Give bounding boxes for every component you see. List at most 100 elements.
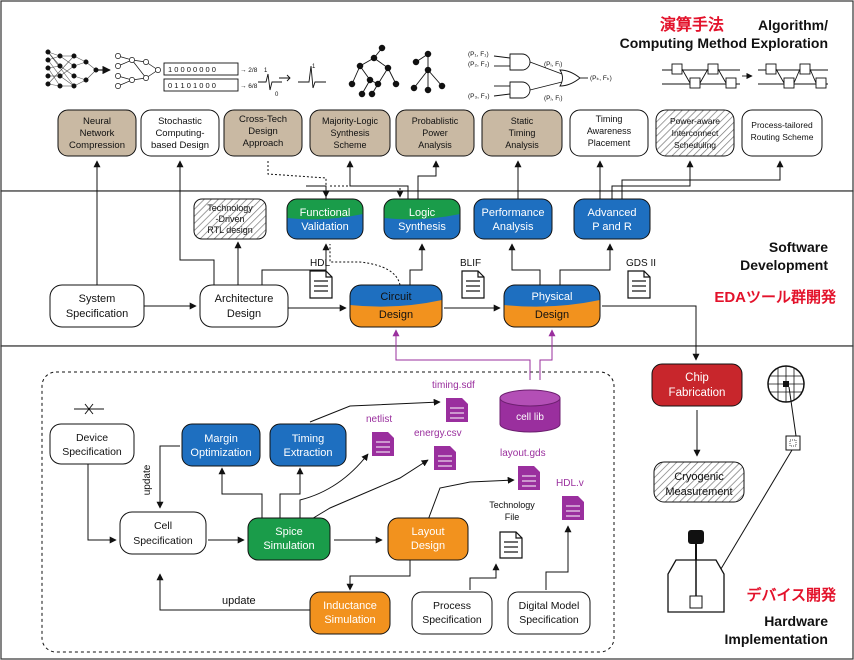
algo-box-stochastic[interactable]: Stochastic Computing- based Design	[140, 109, 220, 157]
circuit-design-l2: Design	[379, 309, 413, 321]
technology-file-icon	[499, 531, 523, 559]
algo-box-neural-network-l2: Network	[80, 128, 115, 139]
algo-box-cross-tech-l2: Design	[248, 126, 278, 137]
algo-box-interconnect-scheduling-l3: Scheduling	[674, 140, 716, 150]
spice-simulation-box[interactable]: Spice Simulation	[247, 517, 331, 561]
architecture-design-l1: Architecture	[215, 293, 274, 305]
hdl-v-label: HDL.v	[556, 478, 584, 489]
chip-fabrication-l2: Fabrication	[669, 387, 726, 399]
functional-validation-box[interactable]: Functional Validation	[286, 198, 364, 240]
timing-sdf-label: timing.sdf	[432, 380, 475, 391]
algo-box-majority-logic-l1: Majority-Logic	[322, 116, 379, 126]
hdl-label: HDL	[310, 258, 330, 269]
logic-synthesis-box[interactable]: Logic Synthesis	[383, 198, 461, 240]
cell-specification-l2: Specification	[133, 535, 193, 547]
neural-network-icon	[45, 49, 99, 89]
functional-validation-l2: Validation	[301, 221, 349, 233]
algo-box-interconnect-scheduling-l2: Interconnect	[672, 128, 719, 138]
software-title-jp: EDAツール群開発	[714, 288, 837, 306]
algo-box-probabilistic-power[interactable]: Probablistic Power Analysis	[395, 109, 475, 157]
algo-box-cross-tech-l3: Approach	[243, 138, 284, 149]
cell-specification-l1: Cell	[154, 520, 172, 532]
tech-driven-rtl-box[interactable]: Technology -Driven RTL design	[193, 198, 267, 240]
prob-label-p2: (P₂, F₂)	[468, 61, 489, 68]
software-title-2: Development	[740, 257, 828, 273]
circuit-design-box[interactable]: Circuit Design	[349, 284, 443, 328]
tree-graph-icon	[410, 50, 446, 94]
timing-extraction-l2: Extraction	[284, 447, 333, 459]
algo-box-timing-placement-l1: Timing	[596, 114, 623, 124]
physical-design-l2: Design	[535, 309, 569, 321]
algo-box-routing-scheme[interactable]: Process-tailored Routing Scheme	[741, 109, 823, 157]
spice-simulation-l2: Simulation	[263, 540, 314, 552]
algo-box-static-timing[interactable]: Static Timing Analysis	[481, 109, 563, 157]
algo-box-interconnect-scheduling[interactable]: Power-aware Interconnect Scheduling	[655, 109, 735, 157]
algo-box-cross-tech[interactable]: Cross-Tech Design Approach	[223, 109, 303, 157]
algorithm-title-2: Computing Method Exploration	[620, 35, 828, 51]
physical-design-box[interactable]: Physical Design	[503, 284, 601, 328]
bitstream-value-1: → 2/8	[240, 67, 258, 74]
hardware-title-1: Hardware	[764, 613, 828, 629]
pruned-network-icon	[115, 53, 161, 89]
physical-design-l1: Physical	[532, 291, 573, 303]
algo-box-interconnect-scheduling-l1: Power-aware	[670, 116, 720, 126]
tech-driven-rtl-l1: Technology	[207, 203, 253, 213]
probabilistic-gate-icon: (P₁, F₁) (P₂, F₂) (P₃, F₃) (Pᵢ, Fᵢ) (Pⱼ,…	[468, 51, 612, 102]
algo-box-majority-logic[interactable]: Majority-Logic Synthesis Scheme	[309, 109, 391, 157]
performance-analysis-box[interactable]: Performance Analysis	[473, 198, 553, 240]
update-label-2: update	[222, 595, 256, 607]
margin-optimization-box[interactable]: Margin Optimization	[181, 423, 261, 467]
algo-box-static-timing-l2: Timing	[509, 128, 536, 138]
pulse-waveform-icon: 1 0 1	[258, 64, 326, 98]
cryogenic-measurement-box[interactable]: Cryogenic Measurement	[653, 461, 745, 503]
cryogenic-measurement-l2: Measurement	[665, 486, 732, 498]
josephson-junction-icon	[74, 403, 104, 415]
device-specification-box[interactable]: Device Specification	[49, 423, 135, 465]
margin-optimization-l2: Optimization	[190, 447, 251, 459]
timing-sdf-file-icon	[446, 398, 468, 422]
algo-box-majority-logic-l3: Scheme	[333, 140, 366, 150]
system-specification-box[interactable]: System Specification	[49, 284, 145, 328]
algo-box-stochastic-l1: Stochastic	[158, 116, 202, 127]
cell-library-group	[41, 371, 615, 653]
algo-box-routing-scheme-l2: Routing Scheme	[751, 132, 814, 142]
prob-label-p1: (P₁, F₁)	[468, 51, 489, 58]
wafer-icon	[699, 365, 805, 605]
architecture-design-box[interactable]: Architecture Design	[199, 284, 289, 328]
algo-box-timing-placement[interactable]: Timing Awareness Placement	[569, 109, 649, 157]
circuit-design-l1: Circuit	[380, 291, 411, 303]
hdl-v-file-icon	[562, 496, 584, 520]
prob-label-pj: (Pⱼ, Fⱼ)	[544, 95, 563, 102]
tech-driven-rtl-l2: -Driven	[215, 214, 244, 224]
digital-model-specification-box[interactable]: Digital Model Specification	[507, 591, 591, 635]
software-connectors	[93, 160, 784, 361]
algo-box-timing-placement-l2: Awareness	[587, 126, 632, 136]
algo-box-static-timing-l1: Static	[511, 116, 534, 126]
timing-extraction-box[interactable]: Timing Extraction	[269, 423, 347, 467]
digital-model-specification-l2: Specification	[519, 614, 579, 626]
blif-file-icon	[461, 270, 485, 299]
gds-file-icon	[627, 270, 651, 299]
layout-design-box[interactable]: Layout Design	[387, 517, 469, 561]
prob-label-pk: (Pₖ, Fₖ)	[590, 75, 612, 82]
cell-specification-box[interactable]: Cell Specification	[119, 511, 207, 555]
chip-fabrication-box[interactable]: Chip Fabrication	[651, 363, 743, 407]
process-specification-box[interactable]: Process Specification	[411, 591, 493, 635]
algo-box-neural-network[interactable]: Neural Network Compression	[57, 109, 137, 157]
spice-simulation-l1: Spice	[275, 526, 303, 538]
prob-label-pi: (Pᵢ, Fᵢ)	[544, 61, 562, 68]
algo-box-stochastic-l2: Computing-	[155, 128, 204, 139]
advanced-pr-box[interactable]: Advanced P and R	[573, 198, 651, 240]
advanced-pr-l1: Advanced	[588, 207, 637, 219]
system-specification-l2: Specification	[66, 308, 128, 320]
inductance-simulation-box[interactable]: Inductance Simulation	[309, 591, 391, 635]
chip-fabrication-l1: Chip	[685, 372, 709, 384]
cell-lib-database-icon[interactable]: cell lib	[499, 389, 561, 433]
performance-analysis-l1: Performance	[482, 207, 545, 219]
algorithm-section	[0, 0, 854, 192]
technology-file-l2: File	[505, 512, 520, 522]
algo-box-static-timing-l3: Analysis	[505, 140, 539, 150]
prob-label-p3: (P₃, F₃)	[468, 93, 490, 100]
algo-box-routing-scheme-l1: Process-tailored	[751, 120, 813, 130]
